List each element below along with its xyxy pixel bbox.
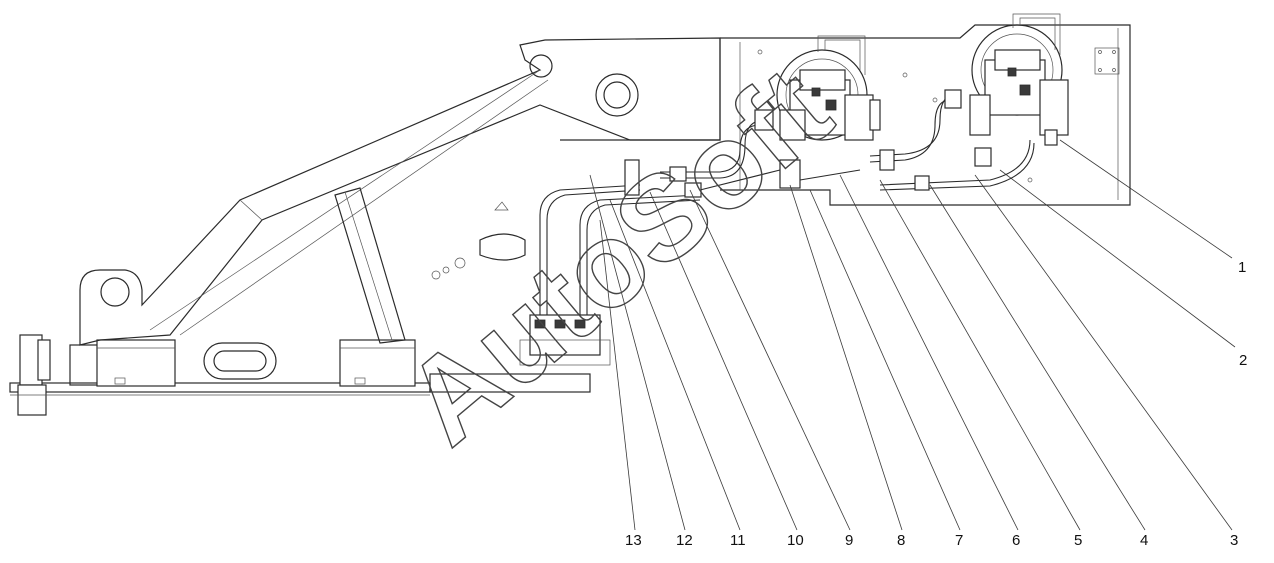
- callout-8: 8: [897, 532, 905, 549]
- leader-lines: [589, 139, 1236, 531]
- callout-7: 7: [955, 532, 963, 549]
- callout-1: 1: [1238, 259, 1246, 276]
- base-frame: [9, 334, 591, 416]
- pump-cabinet: [720, 24, 1131, 206]
- callout-10: 10: [787, 532, 804, 549]
- callout-numbers: 1 2 3 4 5 6 7 8 9 10 11 12 13: [625, 259, 1247, 549]
- callout-2: 2: [1239, 352, 1247, 369]
- watermark: AutoSoft: [381, 42, 855, 470]
- boom-details: [431, 201, 526, 280]
- callout-12: 12: [676, 532, 693, 549]
- callout-4: 4: [1140, 532, 1148, 549]
- hydraulic-pump-right: [969, 13, 1069, 146]
- callout-3: 3: [1230, 532, 1238, 549]
- callout-11: 11: [730, 532, 746, 549]
- callout-9: 9: [845, 532, 853, 549]
- hose-fittings: [519, 89, 992, 366]
- callout-6: 6: [1012, 532, 1020, 549]
- boom-arm: [79, 37, 721, 346]
- callout-13: 13: [625, 532, 642, 549]
- callout-5: 5: [1074, 532, 1082, 549]
- hydraulic-pump-left: [776, 35, 881, 141]
